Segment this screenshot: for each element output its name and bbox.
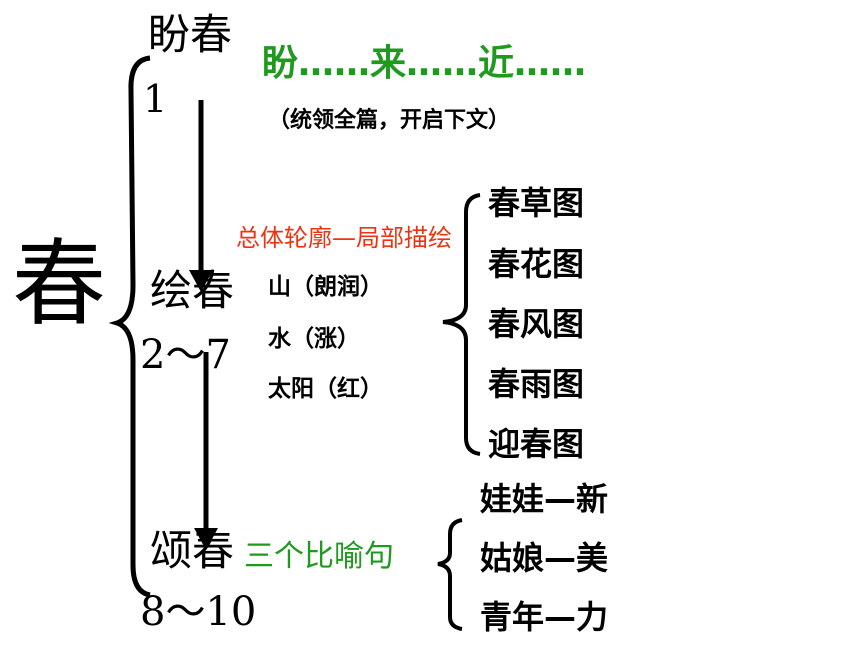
main-brace bbox=[108, 55, 151, 598]
section-range-song: 8～10 bbox=[140, 589, 257, 635]
picture-item: 春花图 bbox=[488, 245, 585, 283]
hui-outline-item: 太阳（红） bbox=[268, 376, 383, 402]
simile-item: 姑娘—美 bbox=[480, 539, 609, 577]
pan-note: （统领全篇，开启下文） bbox=[268, 108, 511, 133]
pictures-brace bbox=[442, 193, 481, 456]
song-summary: 三个比喻句 bbox=[244, 539, 394, 574]
section-range-hui: 2～7 bbox=[140, 332, 231, 378]
section-title-hui: 绘春 bbox=[150, 266, 235, 315]
root-title: 春 bbox=[12, 230, 107, 339]
hui-outline-item: 山（朗润） bbox=[268, 274, 383, 300]
arrowhead-pan-to-hui bbox=[189, 270, 213, 292]
section-range-pan: 1 bbox=[143, 77, 168, 121]
simile-item: 娃娃—新 bbox=[480, 480, 609, 518]
arrowhead-hui-to-song bbox=[194, 528, 218, 550]
simile-item: 青年—力 bbox=[480, 598, 609, 636]
section-title-pan: 盼春 bbox=[148, 10, 233, 59]
section-title-song: 颂春 bbox=[150, 526, 235, 575]
picture-item: 春风图 bbox=[488, 305, 585, 343]
similes-brace bbox=[437, 518, 463, 631]
pan-headline: 盼……来……近…… bbox=[262, 43, 587, 84]
hui-outline-item: 水（涨） bbox=[268, 326, 360, 352]
picture-item: 迎春图 bbox=[488, 425, 585, 463]
picture-item: 春草图 bbox=[488, 184, 585, 222]
hui-method: 总体轮廓—局部描绘 bbox=[236, 224, 452, 252]
picture-item: 春雨图 bbox=[488, 365, 585, 403]
